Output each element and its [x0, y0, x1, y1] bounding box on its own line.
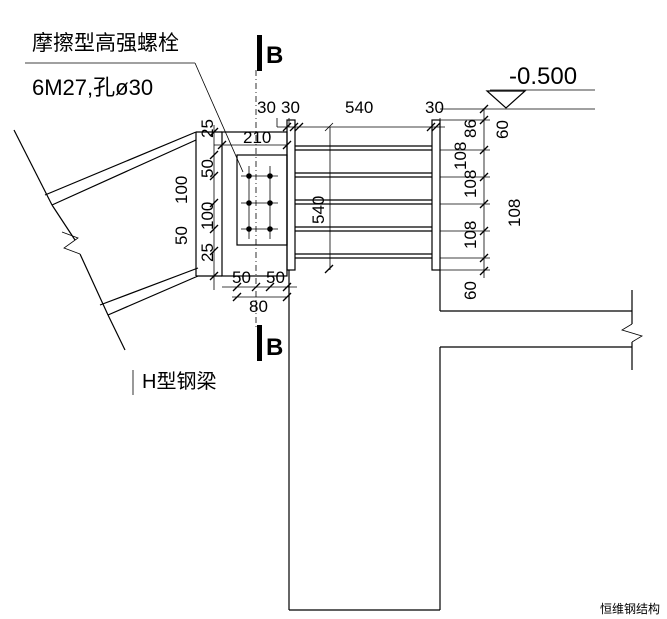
dim-left-50-bottom: 50	[172, 226, 191, 245]
dim-top-210: 210	[243, 128, 271, 147]
section-mark-bar-bottom	[257, 325, 262, 361]
bolt-name-label: 摩擦型高强螺栓	[32, 32, 179, 55]
dim-left-25-top: 25	[198, 119, 217, 138]
dim-plate-540: 540	[309, 196, 328, 224]
dim-bottom-50a: 50	[232, 268, 251, 287]
dim-bottom-50b: 50	[266, 268, 285, 287]
dim-top-30c: 30	[425, 98, 444, 117]
dim-bottom-80: 80	[249, 297, 268, 316]
dimension-lines	[209, 104, 490, 302]
dim-right-108b: 108	[461, 170, 480, 198]
dim-right-108c: 108	[461, 221, 480, 249]
dim-right-108a: 108	[451, 142, 470, 170]
dim-left-25-bottom: 25	[198, 243, 217, 262]
dim-right-60-bottom: 60	[461, 281, 480, 300]
h-beam-label: H型钢梁	[142, 370, 216, 393]
bolt-spec-label: 6M27,孔ø30	[32, 75, 153, 100]
dim-top-30b: 30	[281, 98, 300, 117]
dim-right-60-top: 60	[493, 120, 512, 139]
elevation-label: -0.500	[509, 63, 577, 90]
h-steel-beam	[13, 129, 199, 351]
dim-left-100a: 100	[172, 176, 191, 204]
dim-left-100b: 100	[198, 202, 217, 230]
elevation-triangle-icon	[485, 90, 527, 109]
dimension-texts: 30 30 540 30 210 25 50 100 100 50 25 540…	[172, 98, 524, 316]
section-mark-bar-top	[257, 35, 262, 71]
bolt-group	[241, 166, 278, 239]
concrete-outline	[288, 270, 643, 611]
dim-left-50-top: 50	[198, 159, 217, 178]
dim-top-30a: 30	[257, 98, 276, 117]
dim-top-540: 540	[345, 98, 373, 117]
bolt-leader-line	[194, 62, 244, 173]
watermark: 恒维钢结构	[600, 601, 660, 616]
dim-right-86: 86	[461, 119, 480, 138]
dim-right-108-outer: 108	[505, 199, 524, 227]
embedded-plate-assembly	[286, 119, 441, 271]
section-mark-bottom: B	[266, 334, 283, 361]
section-mark-top: B	[266, 42, 283, 69]
